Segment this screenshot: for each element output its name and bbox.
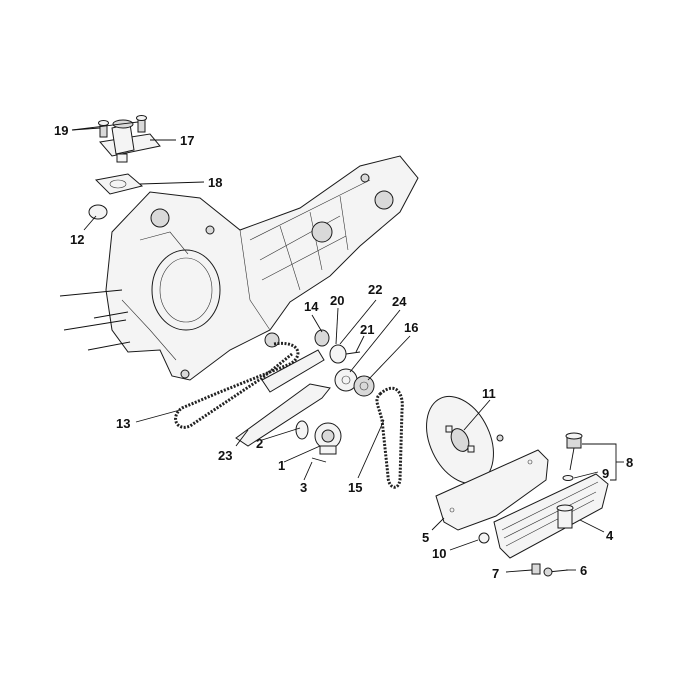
label-3: 3 [300,480,307,495]
oil-sump-part [493,473,609,559]
label-18: 18 [208,175,222,190]
gasket-bolt-hole [449,507,455,513]
label-10: 10 [432,546,446,561]
label-24: 24 [392,294,407,309]
stud-bolts-part [59,289,131,351]
label-14: 14 [304,299,319,314]
leader-lines [71,121,624,573]
label-4: 4 [606,528,614,543]
sprocket-cover-part [426,395,504,485]
label-8: 8 [626,455,633,470]
gasket-bolt-hole [527,459,533,465]
chain-guide-part [235,383,331,447]
chain-tensioner-part [261,349,325,393]
label-9: 9 [602,466,609,481]
drive-chain-part [174,341,300,429]
label-1: 1 [278,458,285,473]
oil-pump-part [295,420,342,463]
drain-plug-part [531,563,541,575]
label-12: 12 [70,232,84,247]
label-6: 6 [580,563,587,578]
label-17: 17 [180,133,194,148]
label-2: 2 [256,436,263,451]
label-15: 15 [348,480,362,495]
label-16: 16 [404,320,418,335]
label-13: 13 [116,416,130,431]
sprocket-part [314,329,375,397]
label-19: 19 [54,123,68,138]
drain-bolt-part [543,567,569,577]
label-5: 5 [422,530,429,545]
dipstick-part [562,432,583,481]
label-7: 7 [492,566,499,581]
label-11: 11 [482,386,496,401]
top-cover-part [99,119,161,163]
label-22: 22 [368,282,382,297]
washer-part [478,532,490,544]
sump-gasket-part [435,449,549,531]
oil-pump-chain-part [375,386,404,489]
label-23: 23 [218,448,232,463]
crankcase-part [105,155,419,381]
o-ring-part [88,204,108,220]
label-20: 20 [330,293,344,308]
gasket-part [94,173,144,195]
label-21: 21 [360,322,374,337]
gasket-hole [109,179,127,189]
bolt-part [98,115,147,138]
